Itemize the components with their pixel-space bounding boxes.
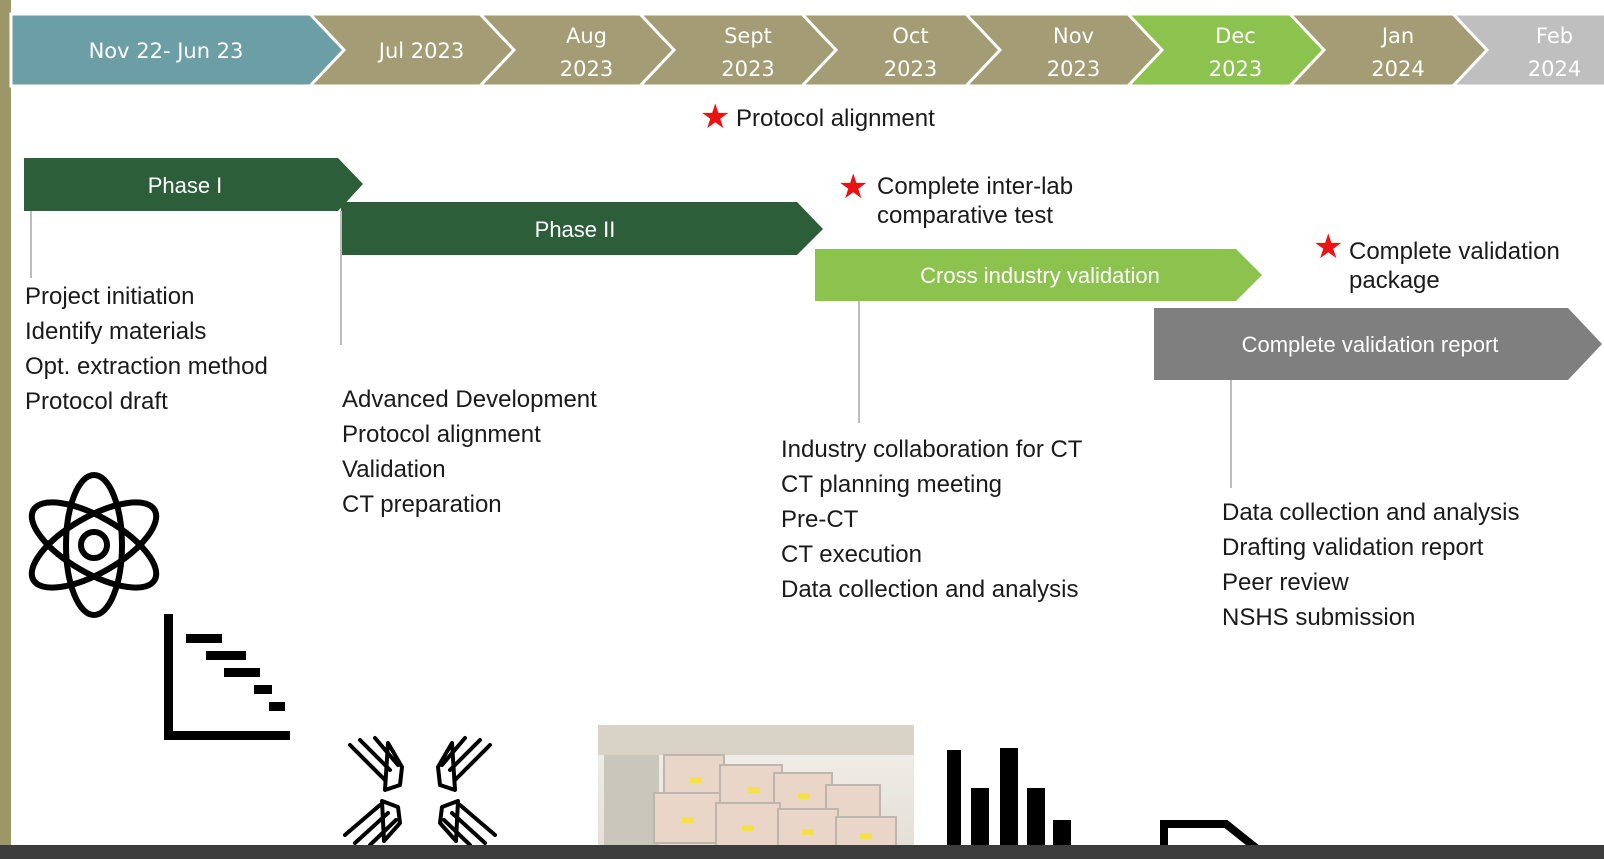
month-chevron: Feb 2024 xyxy=(1449,12,1604,88)
milestone-validation-package-line2: package xyxy=(1349,267,1440,294)
month-label: Aug xyxy=(566,24,607,48)
validation-report-label: Complete validation report xyxy=(1242,332,1499,357)
list-item: Protocol draft xyxy=(25,388,168,415)
month-chevron: Jul 2023 xyxy=(306,12,520,88)
month-year-label: 2023 xyxy=(1209,57,1262,81)
milestone-star-icon: ★ xyxy=(838,168,869,206)
list-item: Drafting validation report xyxy=(1222,534,1484,561)
month-label: Jan xyxy=(1380,24,1414,48)
phase-1-task-list: Project initiation Identify materials Op… xyxy=(25,279,268,419)
list-item: Data collection and analysis xyxy=(1222,499,1520,526)
phase-2-arrow: Phase II xyxy=(341,202,823,255)
document-icon xyxy=(1160,820,1259,848)
milestone-inter-lab-line1: Complete inter-lab xyxy=(877,173,1074,200)
phase-1-arrow: Phase I xyxy=(24,158,363,211)
month-year-label: 2023 xyxy=(560,57,613,81)
list-item: Opt. extraction method xyxy=(25,353,268,380)
list-item: Data collection and analysis xyxy=(781,576,1079,603)
list-item: Industry collaboration for CT xyxy=(781,436,1083,463)
slide-left-border xyxy=(0,0,11,859)
list-item: Advanced Development xyxy=(342,386,597,413)
collaboration-hands-icon xyxy=(343,736,497,845)
month-chevron: Nov 22- Jun 23 xyxy=(9,12,350,88)
month-label: Jul 2023 xyxy=(377,39,464,63)
slide-bottom-bar xyxy=(0,845,1604,859)
atom-icon xyxy=(28,472,160,618)
month-year-label: 2023 xyxy=(1047,57,1100,81)
month-label: Feb xyxy=(1536,24,1573,48)
list-item: CT preparation xyxy=(342,491,502,518)
list-item: Protocol alignment xyxy=(342,421,541,448)
validation-report-arrow: Complete validation report xyxy=(1154,308,1602,380)
list-item: Pre-CT xyxy=(781,506,859,533)
month-year-label: 2023 xyxy=(884,57,937,81)
month-chevron: Sept 2023 xyxy=(636,12,843,88)
month-label: Nov xyxy=(1053,24,1094,48)
month-label: Dec xyxy=(1215,24,1256,48)
milestone-validation-package-line1: Complete validation xyxy=(1349,238,1560,265)
milestone-protocol-alignment: Protocol alignment xyxy=(736,105,935,132)
phase-1-label: Phase I xyxy=(148,173,223,198)
month-year-label: 2024 xyxy=(1371,57,1424,81)
cross-industry-label: Cross industry validation xyxy=(920,263,1160,288)
phase-2-label: Phase II xyxy=(535,217,616,242)
milestone-star-icon: ★ xyxy=(700,98,731,136)
milestone-star-icon: ★ xyxy=(1313,228,1344,266)
milestone-inter-lab-line2: comparative test xyxy=(877,202,1054,229)
cross-industry-task-list: Industry collaboration for CT CT plannin… xyxy=(781,432,1082,607)
list-item: CT execution xyxy=(781,541,922,568)
month-year-label: 2023 xyxy=(721,57,774,81)
month-label: Sept xyxy=(724,24,772,48)
list-item: Validation xyxy=(342,456,446,483)
validation-report-task-list: Data collection and analysis Drafting va… xyxy=(1222,495,1520,635)
samples-photo xyxy=(598,725,914,850)
month-chevrons: Nov 22- Jun 23 Jul 2023 Aug 2023 Sept 2023 Oct… xyxy=(9,12,1604,88)
bar-chart-icon xyxy=(947,748,1071,848)
list-item: Identify materials xyxy=(25,318,207,345)
phase-2-task-list: Advanced Development Protocol alignment … xyxy=(342,382,597,522)
gantt-chart-icon xyxy=(164,614,290,740)
month-label: Nov 22- Jun 23 xyxy=(89,39,244,63)
month-chevron-shape xyxy=(1449,12,1604,88)
cross-industry-arrow: Cross industry validation xyxy=(815,249,1262,301)
milestone-validation-package: Complete validation package xyxy=(1349,237,1560,295)
list-item: Peer review xyxy=(1222,569,1349,596)
list-item: NSHS submission xyxy=(1222,604,1416,631)
month-label: Oct xyxy=(892,24,928,48)
milestone-inter-lab: Complete inter-lab comparative test xyxy=(877,172,1073,230)
list-item: CT planning meeting xyxy=(781,471,1003,498)
month-year-label: 2024 xyxy=(1528,57,1581,81)
list-item: Project initiation xyxy=(25,283,195,310)
